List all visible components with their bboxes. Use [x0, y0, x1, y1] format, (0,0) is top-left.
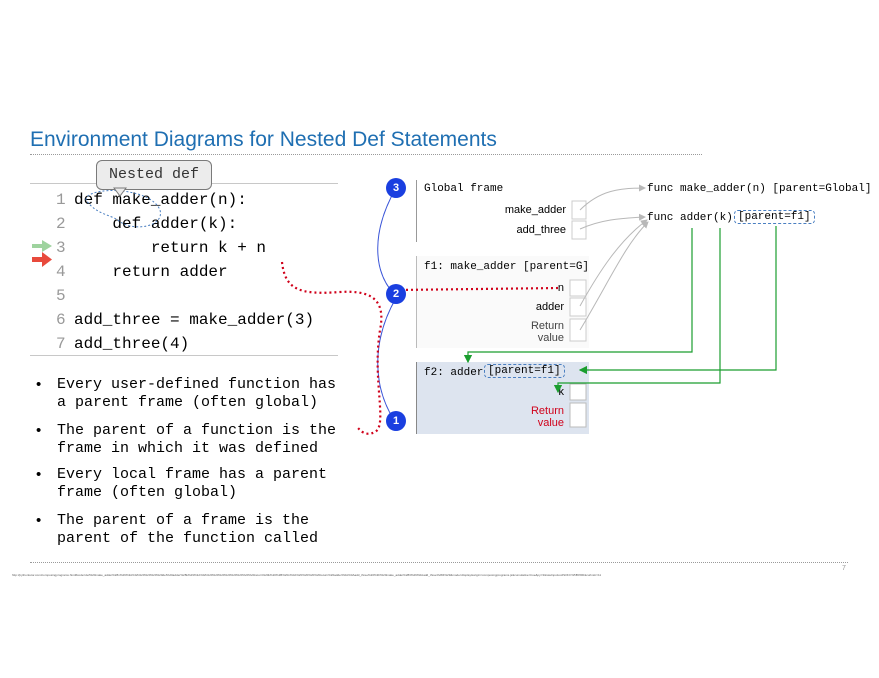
code-text: add_three = make_adder(3): [74, 311, 315, 329]
marker-1: 1: [386, 411, 406, 431]
bullet-text: Every local frame has a parent frame (of…: [57, 466, 328, 501]
code-line-3: 3 return k + n: [56, 237, 266, 259]
line-number: 4: [56, 263, 66, 281]
line-number: 5: [56, 287, 66, 305]
f1-var-n: n: [557, 282, 564, 294]
f1-var-adder: adder: [535, 301, 564, 313]
code-line-5: 5: [56, 285, 74, 307]
title-divider: [30, 154, 702, 155]
bullet-text: The parent of a frame is the parent of t…: [57, 512, 319, 547]
code-text: def adder(k):: [74, 215, 238, 233]
func-adder-object: func adder(k): [647, 212, 733, 224]
slot-make-adder: [571, 200, 587, 220]
slot-f1-return: [569, 318, 587, 342]
code-line-4: 4 return adder: [56, 261, 228, 283]
connector-3-2: [377, 187, 397, 295]
source-url[interactable]: http://pythontutor.com/composingprograms…: [12, 573, 602, 577]
arrow-green-2: [578, 226, 777, 375]
slot-f2-return: [569, 402, 587, 428]
marker-2: 2: [386, 284, 406, 304]
red-trace-lower: [280, 261, 383, 435]
next-line-arrow: [32, 252, 52, 267]
f2-frame: [416, 362, 589, 434]
line-number: 3: [56, 239, 66, 257]
slide-title: Environment Diagrams for Nested Def Stat…: [30, 128, 497, 151]
f1-frame-title: f1: make_adder [parent=G]: [424, 261, 590, 273]
code-line-2: 2 def adder(k):: [56, 213, 237, 235]
nested-def-highlight: [85, 190, 161, 228]
bullet-dot: •: [36, 422, 42, 439]
code-line-1: 1 def make_adder(n):: [56, 189, 247, 211]
slot-adder: [569, 297, 587, 317]
slot-add-three: [571, 220, 587, 240]
code-line-6: 6 add_three = make_adder(3): [56, 309, 314, 331]
global-frame-bar: [416, 180, 417, 242]
f1-frame: [416, 256, 589, 348]
slot-k: [569, 383, 587, 401]
page-number: 7: [842, 565, 846, 572]
global-var-add-three: add_three: [516, 224, 566, 236]
bullet-text: Every user-defined function has a parent…: [57, 376, 337, 411]
slot-n: [569, 279, 587, 297]
arrow-green-1: [463, 228, 693, 364]
code-text: add_three(4): [74, 335, 190, 353]
arrow-adder-to-func: [579, 219, 648, 307]
bullet-dot: •: [36, 466, 42, 483]
line-number: 2: [56, 215, 66, 233]
line-number: 7: [56, 335, 66, 353]
func-adder-parent-tag: [parent=f1]: [734, 210, 815, 224]
marker-3: 3: [386, 178, 406, 198]
arrow-return-to-func: [579, 221, 649, 331]
arrow-make-adder-to-func: [579, 184, 646, 211]
f2-parent-tag: [parent=f1]: [484, 364, 565, 378]
footer-divider: [30, 562, 848, 563]
bullet-text: The parent of a function is the frame in…: [57, 422, 337, 457]
code-line-7: 7 add_three(4): [56, 333, 189, 355]
f2-frame-title: f2: adder: [424, 367, 484, 379]
code-text: return k + n: [74, 239, 267, 257]
red-trace-to-n: [395, 286, 561, 292]
bullet-dot: •: [36, 512, 42, 529]
bullet-dot: •: [36, 376, 42, 393]
previous-line-arrow: [32, 240, 52, 252]
f2-return-label: Return value: [530, 405, 564, 429]
nested-def-callout: Nested def: [96, 160, 212, 190]
func-make-adder-object: func make_adder(n) [parent=Global]: [647, 183, 872, 195]
code-text: def make_adder(n):: [74, 191, 247, 209]
global-var-make-adder: make_adder: [504, 204, 566, 216]
code-text: return adder: [74, 263, 228, 281]
line-number: 6: [56, 311, 66, 329]
callout-tail: [113, 187, 127, 197]
code-bottom-rule: [30, 355, 338, 356]
f1-return-label: Return value: [530, 320, 564, 344]
global-frame-title: Global frame: [424, 183, 504, 195]
line-number: 1: [56, 191, 66, 209]
arrow-green-3: [553, 228, 721, 394]
arrow-add-three-to-func: [579, 213, 646, 230]
